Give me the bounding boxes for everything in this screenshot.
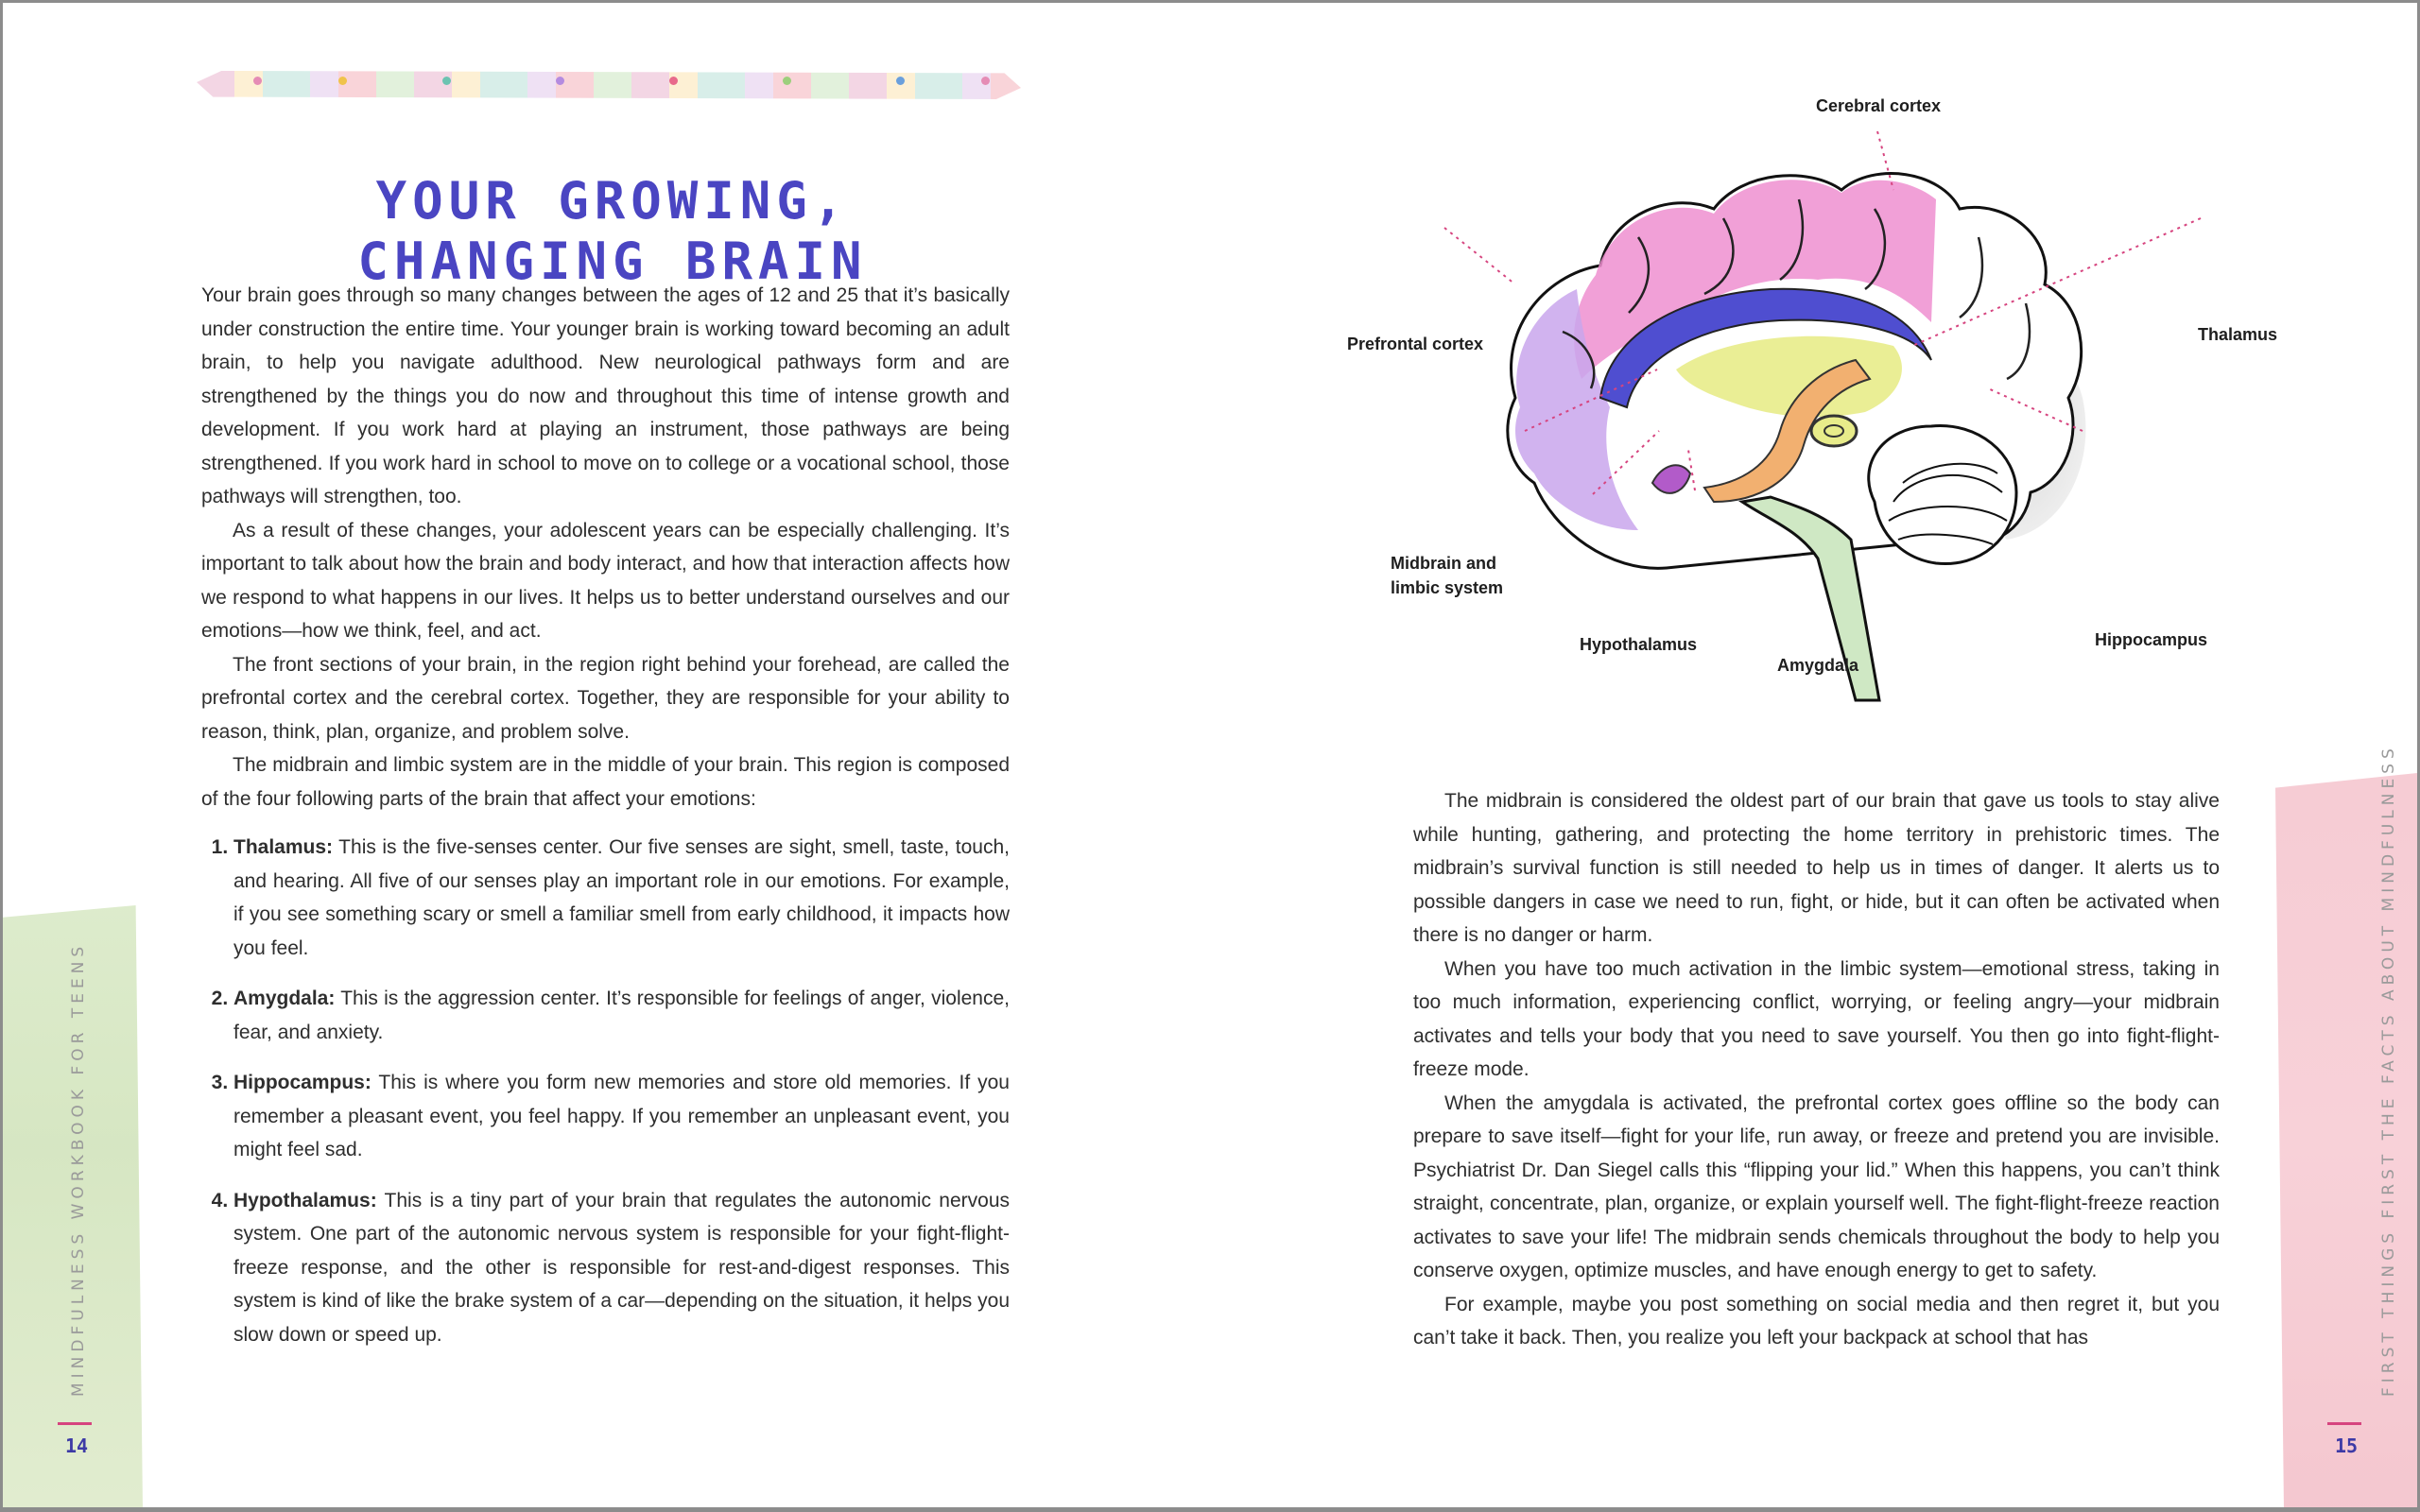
brainstem <box>1738 495 1881 702</box>
label-midbrain-line2: limbic system <box>1391 578 1504 597</box>
paragraph: The front sections of your brain, in the… <box>201 653 1010 743</box>
paragraph: The midbrain is considered the oldest pa… <box>1413 790 2220 946</box>
cerebellum <box>1867 424 2018 566</box>
limbic-arc <box>1599 287 1932 409</box>
title-line-2: CHANGING BRAIN <box>357 232 868 292</box>
title-line-1: YOUR GROWING, <box>375 171 850 232</box>
list-term: Hippocampus: <box>233 1072 372 1093</box>
brain-illustration <box>1443 130 2202 702</box>
running-head-left: MINDFULNESS WORKBOOK FOR TEENS <box>69 941 88 1397</box>
list-item: Hippocampus: This is where you form new … <box>233 1066 1010 1167</box>
list-item: Amygdala: This is the aggression center.… <box>233 982 1010 1049</box>
prefrontal-cortex-region <box>1515 289 1638 530</box>
leader-prefrontal-cortex <box>1443 227 1516 285</box>
list-item: Hypothalamus: This is a tiny part of you… <box>233 1184 1010 1352</box>
decorative-tape-strip <box>197 71 1021 99</box>
pink-margin-strip <box>2275 773 2417 1507</box>
list-text: This is a tiny part of your brain that r… <box>233 1189 1010 1346</box>
label-amygdala: Amygdala <box>1777 656 1859 675</box>
label-thalamus: Thalamus <box>2198 325 2278 344</box>
paragraph: As a result of these changes, your adole… <box>201 519 1010 643</box>
label-hippocampus: Hippocampus <box>2095 630 2208 649</box>
folio-rule <box>2327 1422 2361 1425</box>
label-cerebral-cortex: Cerebral cortex <box>1816 96 1942 115</box>
page-number-left: 14 <box>65 1435 89 1457</box>
list-text: This is the aggression center. It’s resp… <box>233 988 1010 1043</box>
leader-lines <box>1443 130 2202 495</box>
leader-hypothalamus <box>1592 430 1660 495</box>
paragraph: Your brain goes through so many changes … <box>201 284 1010 507</box>
book-spread: YOUR GROWING, CHANGING BRAIN Your brain … <box>3 3 2417 1507</box>
brain-diagram: Cerebral cortex Prefrontal cortex Thalam… <box>1326 86 2277 747</box>
paragraph: When the amygdala is activated, the pref… <box>1413 1091 2220 1282</box>
label-midbrain-line1: Midbrain and <box>1391 554 1496 573</box>
list-text: This is where you form new memories and … <box>233 1072 1010 1160</box>
label-hypothalamus: Hypothalamus <box>1580 635 1698 654</box>
page-title: YOUR GROWING, CHANGING BRAIN <box>197 171 1028 292</box>
left-page: YOUR GROWING, CHANGING BRAIN Your brain … <box>3 3 1210 1507</box>
label-prefrontal-cortex: Prefrontal cortex <box>1347 335 1484 353</box>
folio-rule <box>58 1422 92 1425</box>
hypothalamus-region <box>1651 464 1692 494</box>
label-midbrain: Midbrain and limbic system <box>1391 551 1503 600</box>
running-head-right: FIRST THINGS FIRST THE FACTS ABOUT MINDF… <box>2379 744 2398 1397</box>
right-page: FIRST THINGS FIRST THE FACTS ABOUT MINDF… <box>1210 3 2417 1507</box>
thalamus-nucleus <box>1809 414 1858 448</box>
right-body-text: The midbrain is considered the oldest pa… <box>1413 784 2220 1355</box>
list-item: Thalamus: This is the five-senses center… <box>233 831 1010 965</box>
leader-hippocampus <box>1987 387 2083 432</box>
list-text: This is the five-senses center. Our five… <box>233 836 1010 959</box>
green-margin-strip <box>3 905 143 1507</box>
left-body-text: Your brain goes through so many changes … <box>201 279 1010 1368</box>
list-term: Thalamus: <box>233 836 334 858</box>
cerebral-cortex-region <box>1574 180 1936 379</box>
leader-cerebral-cortex <box>1876 130 1894 191</box>
list-term: Amygdala: <box>233 988 336 1009</box>
gyri-lines <box>1562 198 2031 389</box>
paragraph: When you have too much activation in the… <box>1413 957 2220 1081</box>
amygdala-curve <box>1703 358 1872 504</box>
leader-midbrain <box>1524 369 1658 432</box>
page-number-right: 15 <box>2335 1435 2359 1457</box>
thalamus-region <box>1676 335 1902 418</box>
cerebellum-folds <box>1888 462 2008 545</box>
paragraph: The midbrain and limbic system are in th… <box>201 754 1010 810</box>
brain-parts-list: Thalamus: This is the five-senses center… <box>201 831 1010 1351</box>
list-term: Hypothalamus: <box>233 1189 377 1211</box>
thalamus-nucleus-inner <box>1824 424 1844 438</box>
paragraph: For example, maybe you post something on… <box>1413 1293 2220 1349</box>
